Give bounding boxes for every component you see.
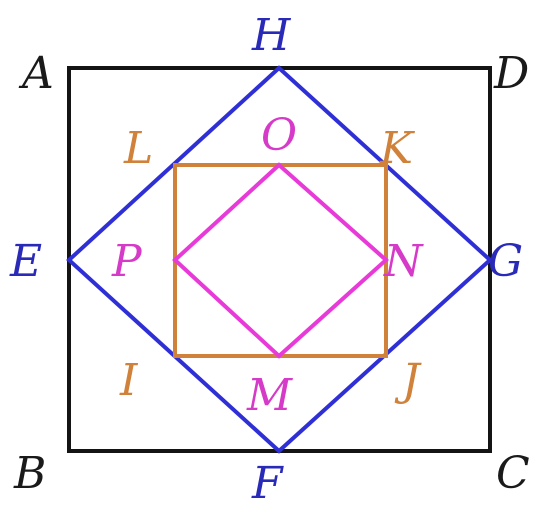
label-m: M (246, 370, 293, 421)
label-o: O (261, 110, 297, 161)
label-l: L (123, 123, 153, 174)
label-n: N (383, 236, 424, 287)
square-mnop (172, 162, 390, 359)
label-a: A (18, 48, 54, 99)
label-i: I (119, 355, 139, 406)
label-j: J (394, 355, 422, 406)
square-efgh (66, 65, 493, 454)
label-f: F (251, 458, 284, 507)
label-k: K (379, 123, 415, 174)
label-h: H (251, 10, 292, 61)
square-abcd (67, 66, 492, 453)
label-d: D (493, 48, 529, 99)
label-e: E (9, 236, 42, 287)
label-g: G (488, 236, 523, 287)
label-p: P (111, 236, 143, 287)
square-ijkl (173, 163, 388, 358)
label-c: C (496, 448, 530, 499)
label-b: B (13, 448, 46, 499)
